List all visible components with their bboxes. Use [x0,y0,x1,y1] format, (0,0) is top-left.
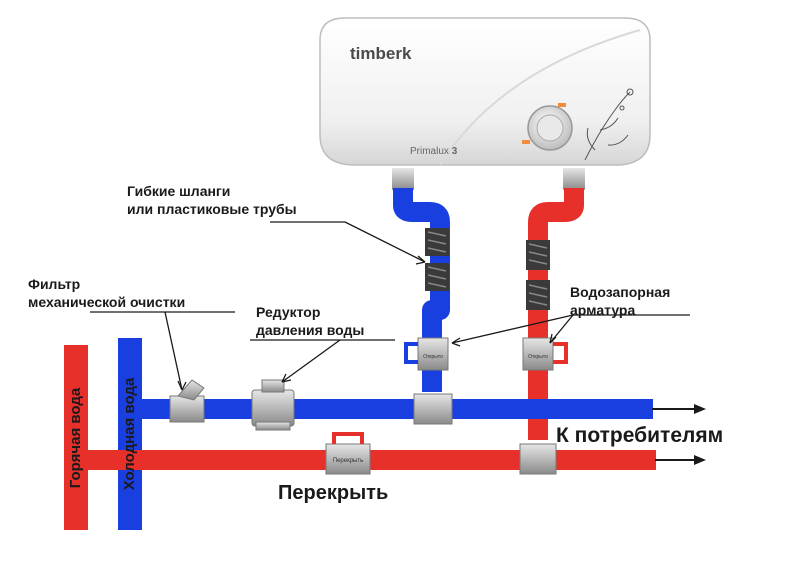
bypass-shutoff-valve: Перекрыть [325,432,371,475]
hot-hose [526,188,584,440]
arrow-hot-to-consumers [655,455,706,465]
heater-model-name: Primalux [410,146,449,157]
hot-shutoff-valve: Открыто [522,337,568,371]
reducer-label-line2: давления воды [256,322,365,338]
hot-tee-fitting [519,443,557,475]
cold-water-label: Холодная вода [121,377,138,491]
floral-decoration [584,88,634,161]
valves-label: Водозапорная арматура [570,283,670,319]
cold-tee-fitting [413,393,453,425]
heater-outlet-cold [392,168,414,190]
bypass-valve-tag: Перекрыть [333,458,363,464]
cold-hose [393,188,450,392]
heater-outlet-hot [563,168,585,190]
cold-water-riser [118,338,142,530]
reducer-label: Редуктор давления воды [256,303,364,339]
reducer-label-line1: Редуктор [256,304,321,320]
hot-water-label: Горячая вода [67,387,84,489]
heater-model: Primalux 3 [410,146,457,157]
hoses-label-line2: или пластиковые трубы [127,201,297,217]
filter-label: Фильтр механической очистки [28,275,185,311]
shutoff-label: Перекрыть [278,482,389,504]
hoses-label-line1: Гибкие шланги [127,183,231,199]
pressure-reducer [251,379,295,431]
cold-shutoff-valve: Открыто [404,337,449,371]
filter-label-line2: механической очистки [28,294,186,310]
valves-label-line2: арматура [570,302,636,318]
water-heater [319,17,651,166]
filter-label-line1: Фильтр [28,276,81,292]
hoses-label: Гибкие шланги или пластиковые трубы [127,182,297,218]
heater-model-number: 3 [451,146,458,157]
hot-branch-pipe [88,450,128,470]
valves-label-line1: Водозапорная [570,284,671,300]
to-consumers-label: К потребителям [556,424,724,447]
filter-fitting [169,379,205,423]
hot-water-riser [64,345,88,530]
arrow-cold-to-consumers [652,404,706,414]
leader-lines [90,221,690,391]
cold-valve-tag: Открыто [423,354,443,360]
hot-valve-tag: Открыто [528,354,548,360]
heater-brand: timberk [350,44,412,63]
